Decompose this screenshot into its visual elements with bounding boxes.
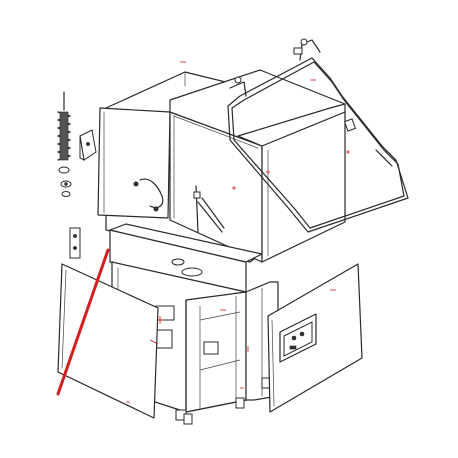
hinge-bracket [69,227,81,259]
left-lower-panel [57,263,159,419]
hood-inner-face [261,111,346,263]
spring [57,91,71,161]
callout-arrow [56,248,110,396]
frame-fittings [293,47,397,167]
lift-handle-frame [227,38,409,233]
wash-tank [109,223,263,293]
nut-washer-set [58,166,72,197]
locator-marks [126,61,350,403]
hood-side-panel [97,107,171,219]
side-slot [133,178,164,212]
bracket-part [79,129,97,161]
control-box [279,313,317,363]
hood-handle [193,185,225,233]
